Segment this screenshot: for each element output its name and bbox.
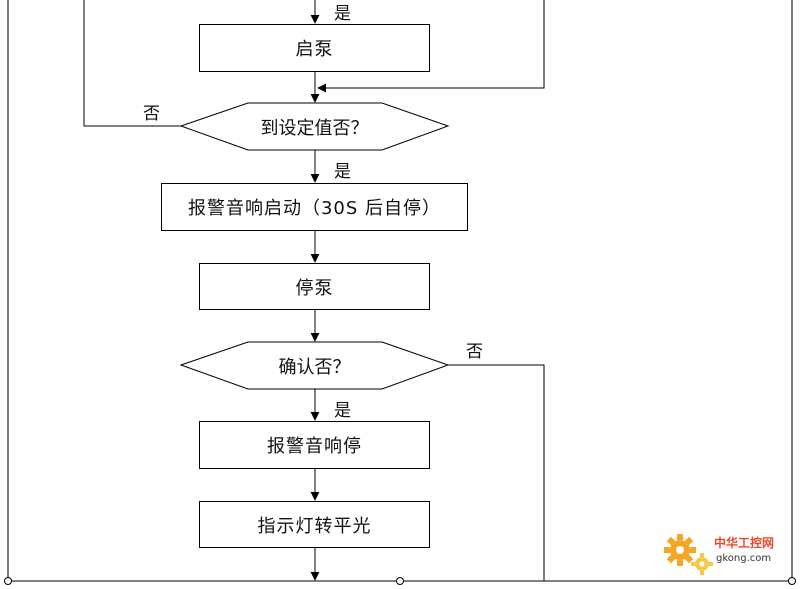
loop-left-no bbox=[83, 0, 181, 127]
label-yes-setpoint: 是 bbox=[334, 162, 351, 182]
gear-icon bbox=[664, 534, 713, 575]
label-yes-confirm: 是 bbox=[334, 401, 351, 421]
frame-handle-center[interactable] bbox=[396, 577, 404, 585]
frame-handle-left[interactable] bbox=[4, 577, 12, 585]
watermark-logo: 中华工控网 gkong.com bbox=[662, 526, 792, 582]
loop-confirm-no bbox=[448, 364, 545, 581]
label-no-confirm: 否 bbox=[466, 342, 483, 362]
step-alarm-stop: 报警音响停 bbox=[199, 421, 430, 469]
decision-setpoint-shape bbox=[179, 102, 450, 151]
label-yes-top: 是 bbox=[334, 4, 351, 24]
step-start-pump: 启泵 bbox=[199, 24, 430, 72]
decision-setpoint-text: 到设定值否？ bbox=[260, 117, 369, 139]
frame-handle-right[interactable] bbox=[788, 577, 796, 585]
step-alarm-start: 报警音响启动（30S 后自停） bbox=[161, 183, 468, 231]
decision-confirm-text: 确认否？ bbox=[278, 356, 351, 378]
watermark-brand: 中华工控网 bbox=[714, 536, 775, 550]
step-stop-pump: 停泵 bbox=[199, 263, 430, 310]
loop-right-top bbox=[317, 0, 545, 93]
watermark-domain: gkong.com bbox=[716, 553, 772, 564]
step-indicator: 指示灯转平光 bbox=[199, 501, 430, 548]
label-no-setpoint: 否 bbox=[143, 104, 160, 124]
